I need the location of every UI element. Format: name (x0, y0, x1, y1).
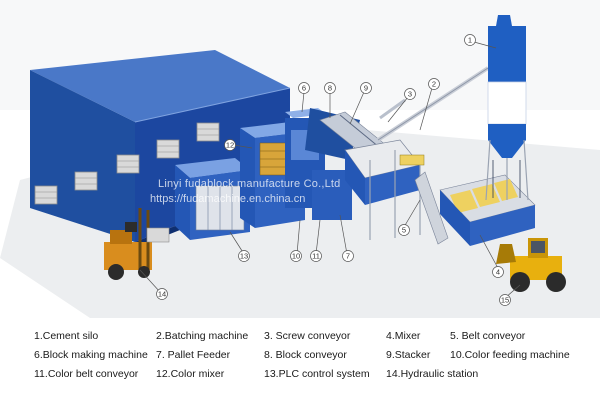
svg-text:12: 12 (226, 141, 234, 150)
legend-item: 8. Block conveyor (264, 349, 347, 361)
cement-silo (485, 15, 529, 201)
legend-item: 10.Color feeding machine (450, 349, 570, 361)
callout-14: 14 (156, 288, 168, 300)
callout-6: 6 (298, 82, 310, 94)
svg-text:13: 13 (240, 252, 248, 261)
callout-9: 9 (360, 82, 372, 94)
wheel-loader (496, 238, 566, 292)
svg-text:10: 10 (292, 252, 300, 261)
legend-item: 12.Color mixer (156, 368, 225, 380)
svg-text:4: 4 (496, 268, 500, 277)
legend-item: 7. Pallet Feeder (156, 349, 231, 361)
legend-item: 4.Mixer (386, 330, 421, 342)
callout-13: 13 (238, 250, 250, 262)
callout-5: 5 (398, 224, 410, 236)
watermark-url: https://fudamachine.en.china.cn (150, 193, 306, 205)
watermark-company: Linyi fudablock manufacture Co.,Ltd (158, 178, 341, 190)
legend-item: 6.Block making machine (34, 349, 148, 361)
callout-1: 1 (464, 34, 476, 46)
legend-item: 14.Hydraulic station (386, 368, 479, 380)
legend-item: 9.Stacker (386, 349, 431, 361)
stacker (175, 158, 250, 240)
svg-text:2: 2 (432, 80, 436, 89)
svg-text:11: 11 (312, 252, 320, 261)
svg-text:9: 9 (364, 84, 368, 93)
svg-text:5: 5 (402, 226, 406, 235)
callout-11: 11 (310, 250, 322, 262)
legend: 1.Cement silo 2.Batching machine 3. Scre… (0, 318, 600, 414)
forklift (104, 208, 170, 280)
callout-2: 2 (428, 78, 440, 90)
svg-text:8: 8 (328, 84, 332, 93)
callout-10: 10 (290, 250, 302, 262)
legend-item: 2.Batching machine (156, 330, 249, 342)
svg-text:3: 3 (408, 90, 412, 99)
svg-text:15: 15 (501, 296, 509, 305)
legend-item: 1.Cement silo (34, 330, 99, 342)
callout-leaders (139, 41, 521, 299)
callout-7: 7 (342, 250, 354, 262)
batching-machine (439, 174, 536, 246)
block-pallets (34, 122, 220, 205)
mixer (344, 139, 425, 205)
callout-12: 12 (224, 139, 236, 151)
belt-conveyor (414, 171, 449, 245)
screw-conveyor (376, 66, 490, 142)
legend-item: 11.Color belt conveyor (34, 368, 139, 380)
legend-item: 5. Belt conveyor (450, 330, 526, 342)
legend-item: 3. Screw conveyor (264, 330, 351, 342)
svg-text:7: 7 (346, 252, 350, 261)
svg-text:6: 6 (302, 84, 306, 93)
callout-15: 15 (499, 294, 511, 306)
legend-item: 13.PLC control system (264, 368, 370, 380)
callout-8: 8 (324, 82, 336, 94)
svg-text:1: 1 (468, 36, 472, 45)
svg-text:14: 14 (158, 290, 166, 299)
callout-3: 3 (404, 88, 416, 100)
callouts: 1 2 3 4 5 6 7 8 9 10 11 12 13 14 15 (156, 34, 511, 306)
production-line-diagram: 1 2 3 4 5 6 7 8 9 10 11 12 13 14 15 (0, 15, 600, 318)
callout-4: 4 (492, 266, 504, 278)
